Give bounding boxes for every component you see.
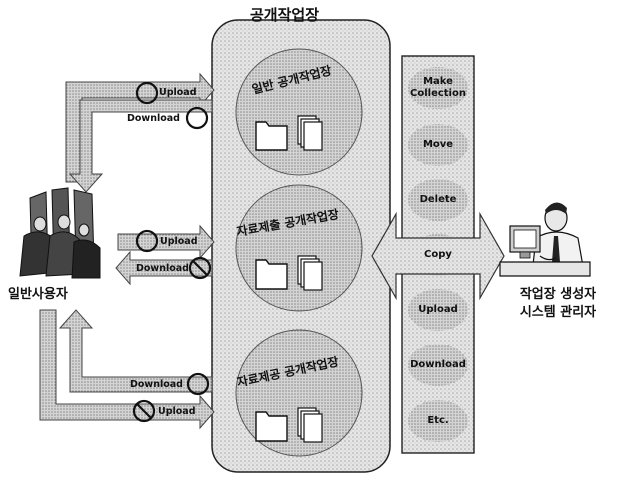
operation-move: Move bbox=[408, 140, 468, 150]
download-label-general: Download bbox=[127, 114, 180, 124]
folder-icon bbox=[256, 122, 287, 150]
folder-icon bbox=[256, 260, 287, 289]
workspace-circle-submission bbox=[236, 185, 362, 311]
operation-make-collection: Make Collection bbox=[408, 76, 468, 100]
documents-icon bbox=[298, 408, 322, 442]
upload-label-provision: Upload bbox=[158, 407, 196, 417]
operation-etc: Etc. bbox=[408, 416, 468, 426]
workspace-circle-general bbox=[236, 49, 362, 175]
admin-label: 작업장 생성자 시스템 관리자 bbox=[506, 286, 610, 321]
upload-label-submission: Upload bbox=[160, 237, 198, 247]
admin-label-line1: 작업장 생성자 bbox=[506, 286, 610, 304]
documents-icon bbox=[298, 116, 322, 150]
folder-icon bbox=[256, 412, 287, 441]
operation-copy: Copy bbox=[408, 250, 468, 260]
admin-label-line2: 시스템 관리자 bbox=[506, 304, 610, 322]
upload-label-general: Upload bbox=[159, 88, 197, 98]
operation-upload: Upload bbox=[408, 305, 468, 315]
operation-download: Download bbox=[408, 360, 468, 370]
workspace-circle-provision bbox=[236, 330, 362, 456]
users-icon bbox=[18, 188, 102, 278]
general-user-label: 일반사용자 bbox=[8, 288, 68, 301]
operation-delete: Delete bbox=[408, 195, 468, 205]
documents-icon bbox=[298, 256, 322, 290]
diagram-title: 공개작업장 bbox=[250, 8, 319, 23]
download-label-submission: Download bbox=[136, 264, 189, 274]
download-label-provision: Download bbox=[130, 380, 183, 390]
admin-person-icon bbox=[500, 202, 590, 276]
